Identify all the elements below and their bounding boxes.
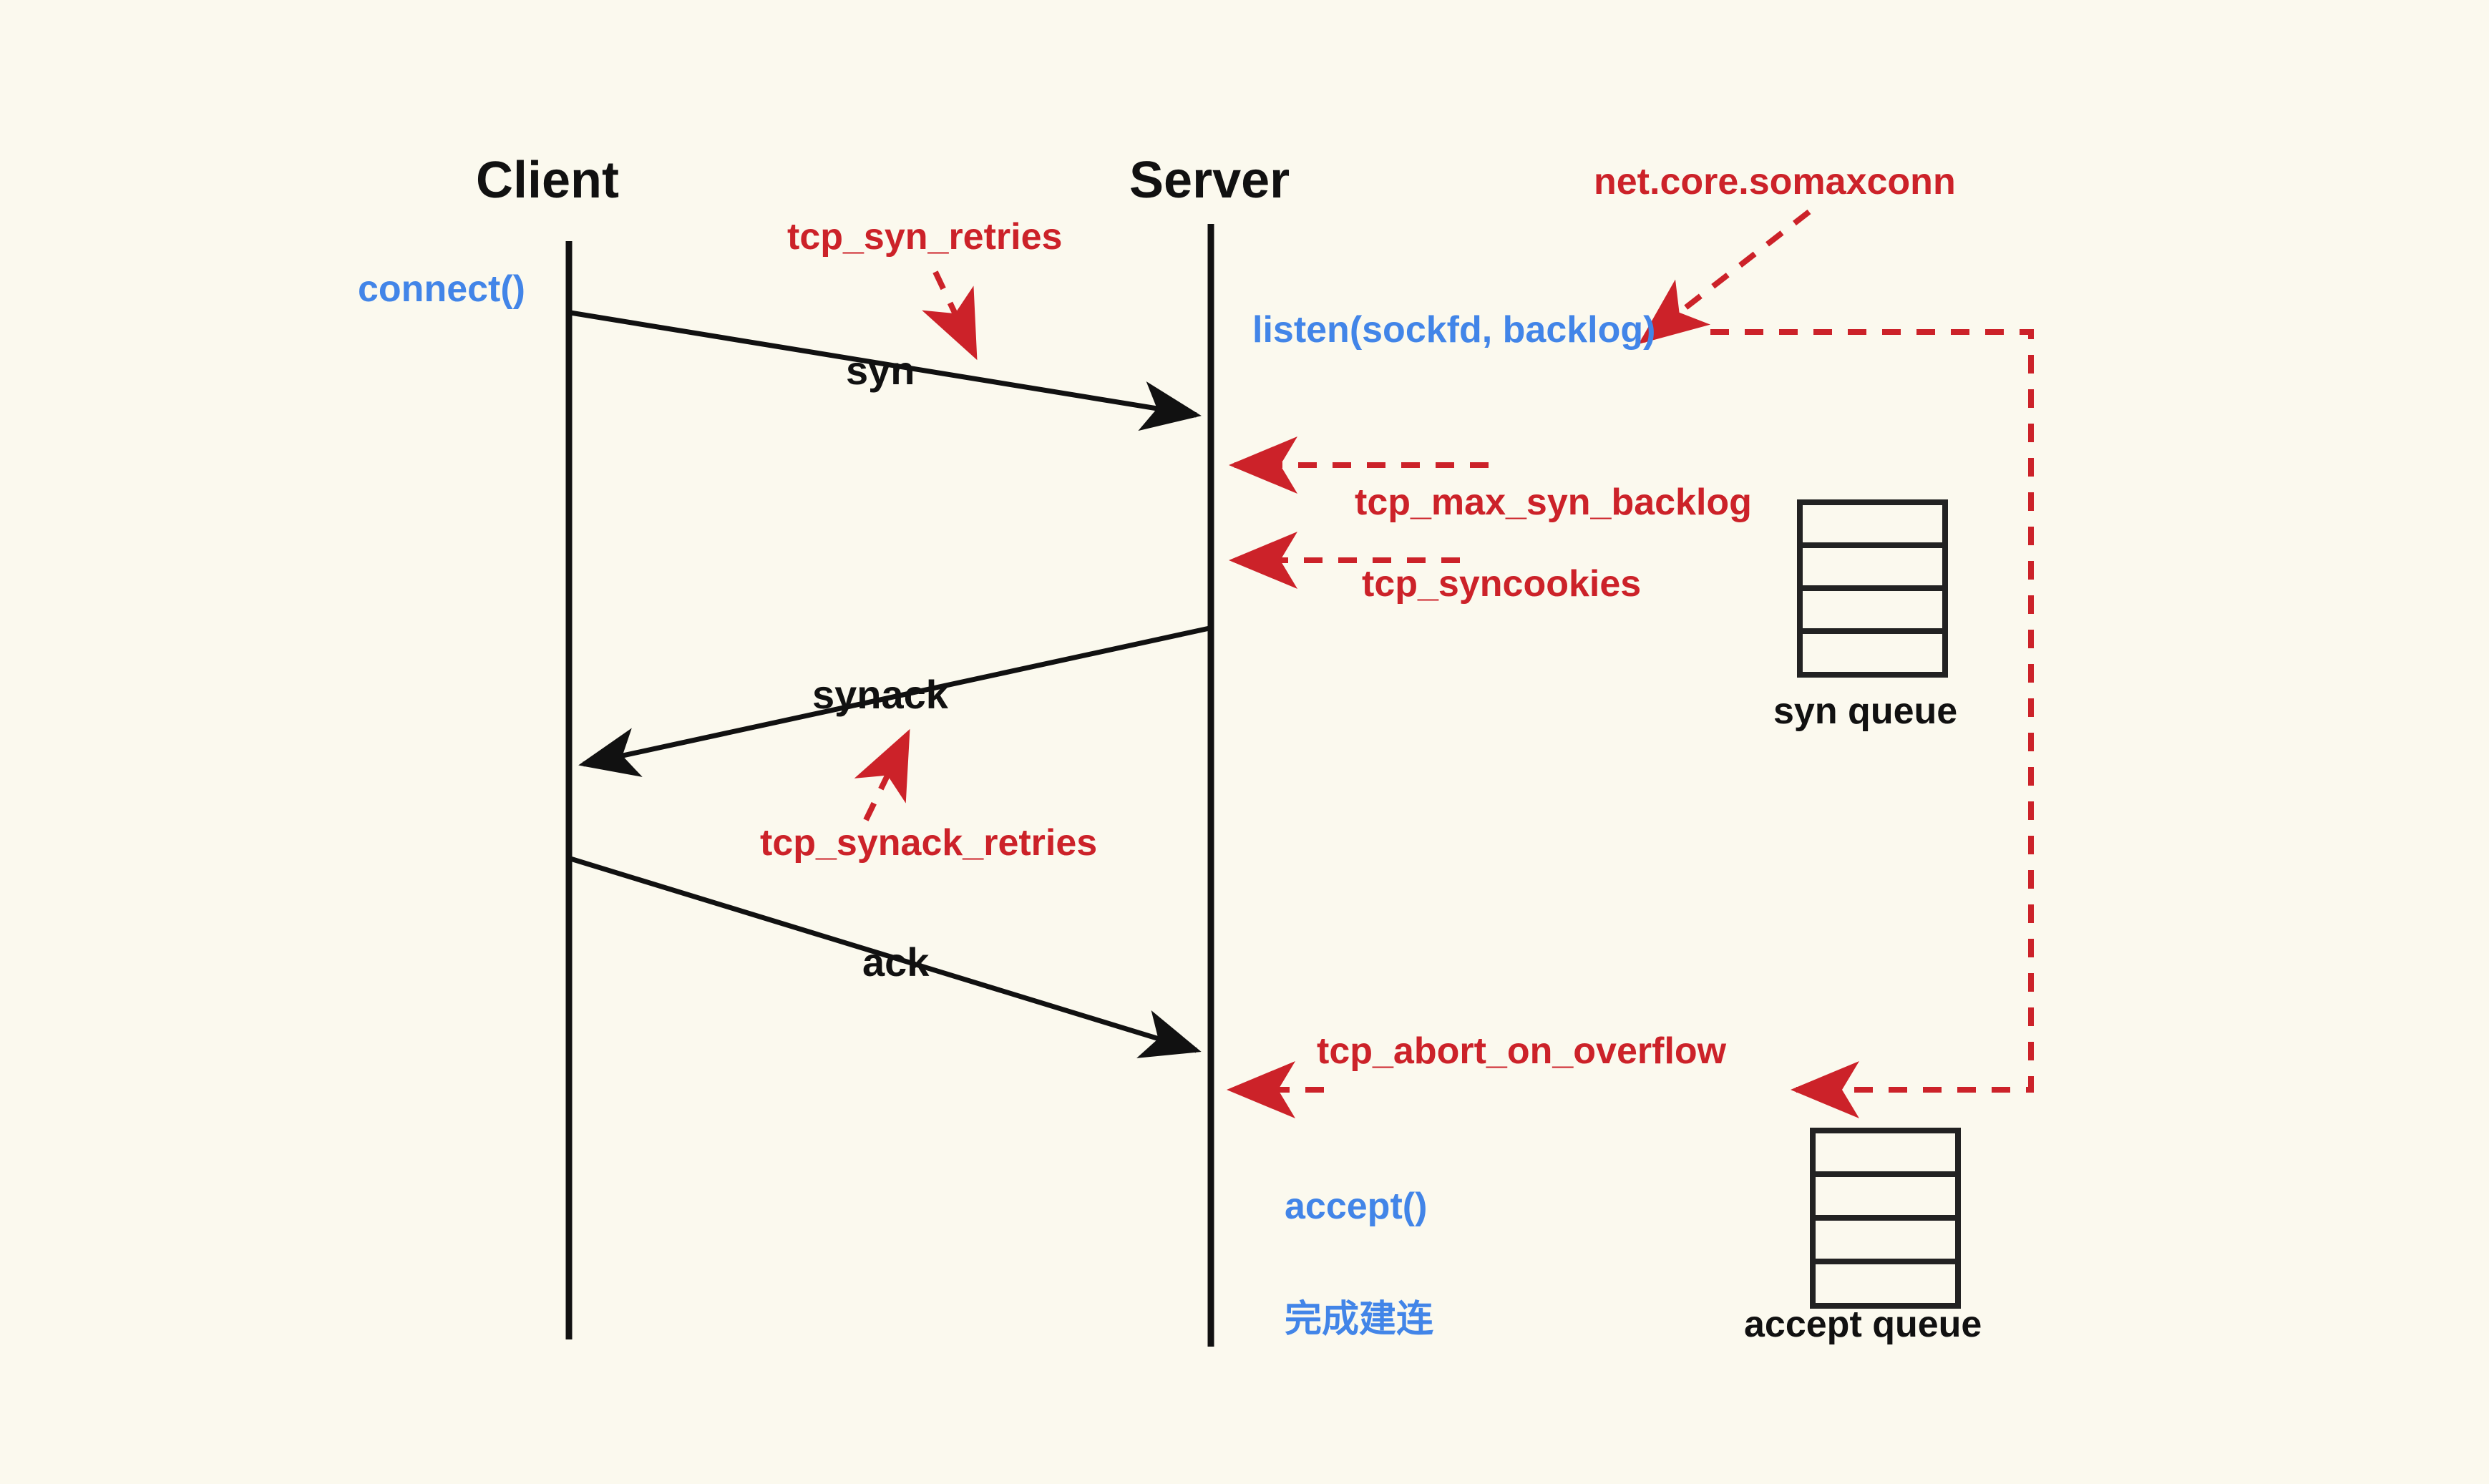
net-core-somaxconn-pointer — [1638, 209, 1811, 344]
tcp-max-syn-backlog-label: tcp_max_syn_backlog — [1355, 482, 1752, 523]
tcp-abort-on-overflow-label: tcp_abort_on_overflow — [1317, 1030, 1727, 1072]
net-core-somaxconn-label: net.core.somaxconn — [1594, 161, 1956, 202]
ack-message-label: ack — [862, 939, 930, 985]
synack-arrow — [578, 625, 1210, 777]
syn-queue-label: syn queue — [1773, 690, 1958, 732]
connect-call-label: connect() — [358, 268, 525, 310]
accept-queue-label: accept queue — [1744, 1304, 1982, 1345]
accept-call-label: accept() — [1285, 1186, 1428, 1227]
client-title: Client — [476, 152, 620, 209]
connection-established-note: 完成建连 — [1285, 1298, 1434, 1341]
tcp-syn-retries-label: tcp_syn_retries — [787, 216, 1063, 258]
syn-message-label: syn — [846, 348, 915, 393]
ack-arrow — [569, 856, 1202, 1058]
tcp-synack-retries-label: tcp_synack_retries — [760, 822, 1098, 864]
tcp-syn-retries-pointer — [922, 270, 978, 361]
syn-arrow — [570, 310, 1202, 431]
syn-queue-box — [1797, 499, 1948, 678]
tcp-syncookies-label: tcp_syncookies — [1362, 563, 1642, 605]
accept-queue-box — [1810, 1128, 1961, 1309]
server-title: Server — [1129, 152, 1290, 209]
listen-call-label: listen(sockfd, backlog) — [1252, 309, 1656, 351]
backlog-bracket-path — [1710, 329, 2034, 1118]
tcp-synack-retries-pointer — [854, 728, 910, 821]
synack-message-label: synack — [812, 672, 948, 717]
